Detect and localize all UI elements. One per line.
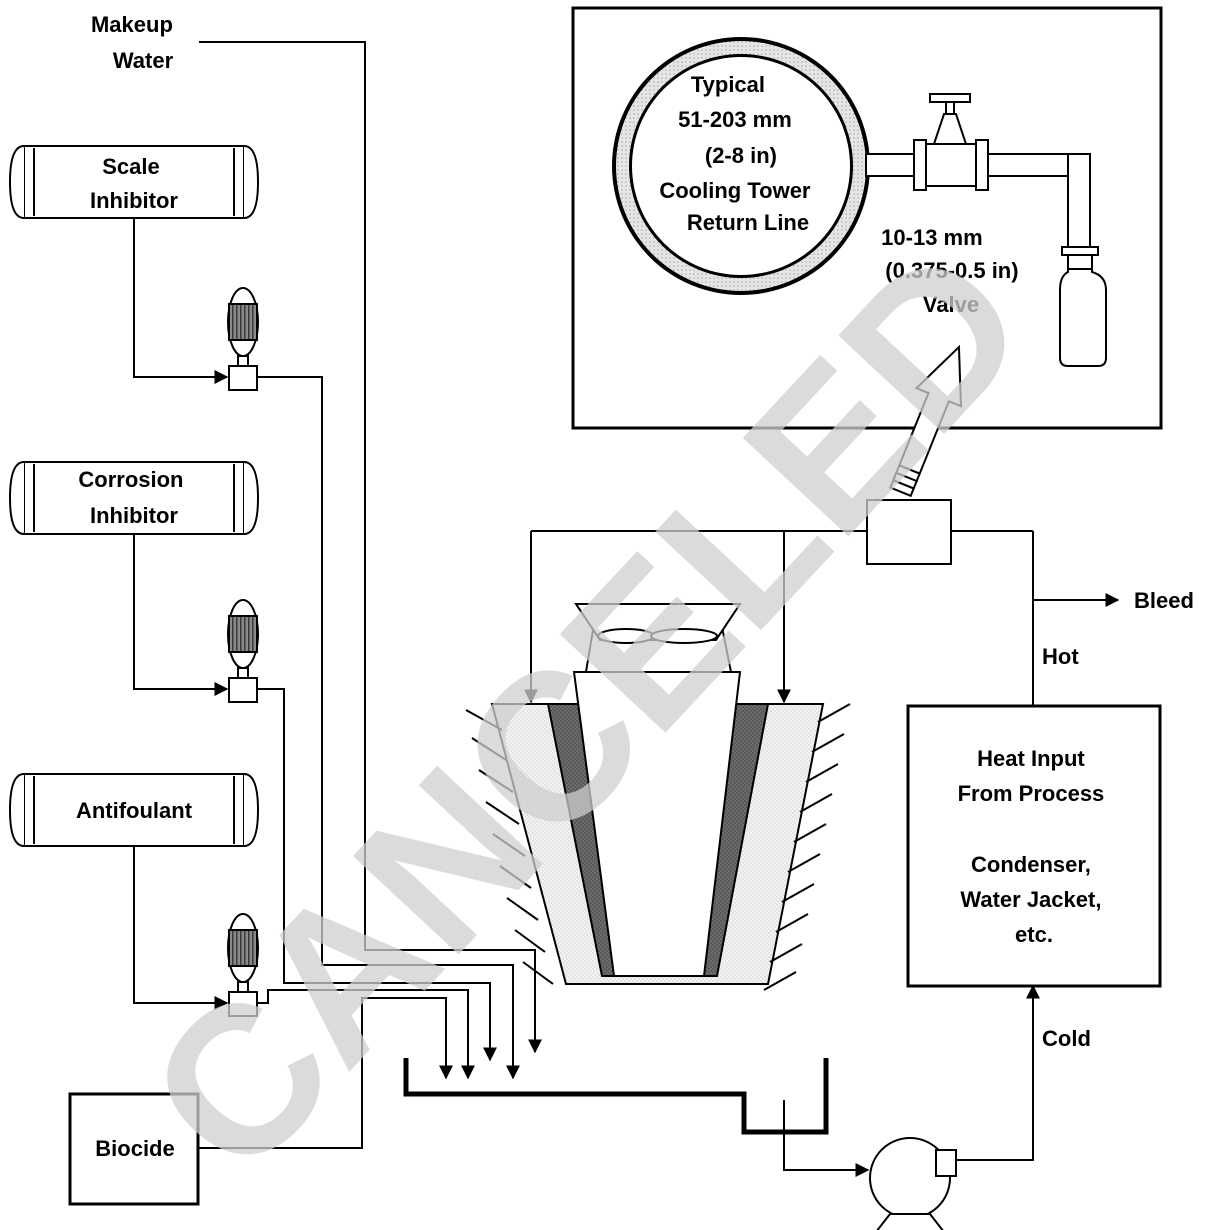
metering-pump-1-icon — [227, 287, 259, 391]
inset-frame — [571, 6, 1163, 430]
circulation-lines — [524, 530, 1120, 1177]
return-line-label: Typical 51-203 mm (2-8 in) Cooling Tower… — [659, 72, 816, 235]
feed-lines — [133, 41, 542, 1149]
biocide-label: Biocide — [95, 1136, 174, 1161]
sample-point-arrow-icon — [889, 344, 963, 498]
cooling-tower-icon — [465, 603, 851, 991]
cold-label: Cold — [1042, 1026, 1091, 1051]
makeup-water-label: Makeup Water — [91, 12, 179, 73]
metering-pump-3-icon — [227, 913, 259, 1017]
corrosion-inhibitor-label: Corrosion Inhibitor — [78, 467, 189, 528]
hot-label: Hot — [1042, 644, 1079, 669]
biocide-box — [68, 1092, 200, 1206]
sample-valve-inset — [571, 6, 1163, 498]
scale-inhibitor-label: Scale Inhibitor — [90, 154, 178, 213]
sample-bottle-icon — [1059, 246, 1107, 367]
metering-pump-2-icon — [227, 599, 259, 703]
heat-input-box — [906, 704, 1162, 988]
sample-point-box — [866, 499, 952, 565]
scale-inhibitor-tank — [8, 145, 260, 219]
bleed-label: Bleed — [1134, 588, 1194, 613]
corrosion-inhibitor-tank — [8, 461, 260, 535]
valve-size-label: 10-13 mm (0.375-0.5 in) Valve — [881, 225, 1025, 317]
return-line-pipe-icon — [612, 37, 870, 295]
antifoulant-label: Antifoulant — [76, 798, 193, 823]
sample-valve-icon — [865, 93, 1091, 251]
basin-outline — [403, 1058, 829, 1135]
antifoulant-tank — [8, 773, 260, 847]
circulation-pump-icon — [869, 1137, 957, 1230]
heat-input-label: Heat Input From Process Condenser, Water… — [958, 746, 1111, 947]
